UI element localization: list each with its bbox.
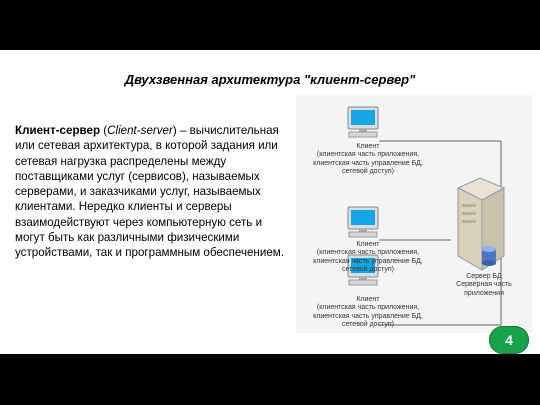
computer-icon [347,254,379,286]
definition-rest: ) – вычислительная или сетевая архитекту… [15,124,284,260]
paren-open: ( [100,124,108,137]
server-label: Сервер БД Серверная часть приложения [456,273,512,297]
diagram-graphics [347,106,506,326]
slide-title: Двухзвенная архитектура "клиент-сервер" [124,72,416,87]
slide: Двухзвенная архитектура "клиент-сервер" … [0,50,540,354]
database-icon [482,246,496,266]
client-label-3: Клиент (клиентская часть приложения, кли… [313,296,423,329]
definition-paragraph: Клиент-сервер (Client-server) – вычислит… [15,123,285,261]
client-label-1: Клиент (клиентская часть приложения, кли… [313,143,423,176]
term: Клиент-сервер [15,124,101,137]
page-number-badge: 4 [489,326,529,354]
server-icon [456,177,506,271]
client-server-diagram: Клиент (клиентская часть приложения, кли… [296,95,532,333]
computer-icon [347,206,379,238]
client-label-2: Клиент (клиентская часть приложения, кли… [313,241,423,274]
computer-icon [347,106,379,138]
term-english: Client-server [107,124,173,137]
